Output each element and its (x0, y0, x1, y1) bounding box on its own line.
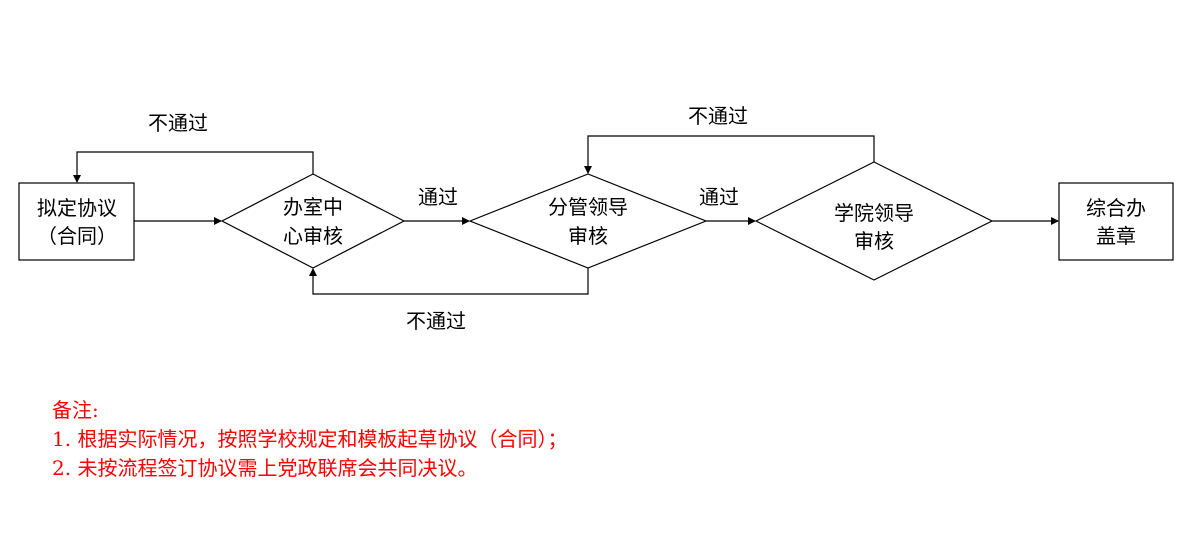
reject-arrow-college-to-leader (584, 135, 875, 174)
office-review-label-1: 办室中 (283, 195, 343, 219)
seal-box (1058, 182, 1174, 261)
note-item: 2. 未按流程签订协议需上党政联席会共同决议。 (52, 456, 478, 480)
college-review-label-2: 审核 (854, 229, 894, 253)
draft-label-1: 拟定协议 (37, 196, 117, 220)
college-review-label-1: 学院领导 (834, 201, 914, 225)
seal-label-1: 综合办 (1086, 196, 1146, 220)
leader-review-label-2: 审核 (568, 224, 608, 248)
leader-review-diamond (468, 173, 708, 269)
notes: 备注: 1. 根据实际情况，按照学校规定和模板起草协议（合同）； 2. 未按流程… (52, 396, 567, 483)
notes-title: 备注: (52, 398, 99, 422)
reject-label-1: 不通过 (148, 111, 208, 135)
seal-label-2: 盖章 (1096, 224, 1136, 248)
reject-label-3: 不通过 (406, 309, 466, 333)
note-item: 1. 根据实际情况，按照学校规定和模板起草协议（合同）； (52, 427, 568, 451)
pass-label-2: 通过 (699, 185, 739, 209)
draft-label-2: （合同） (37, 224, 117, 248)
reject-arrow-leader-to-office (309, 268, 589, 295)
draft-box (18, 182, 135, 261)
leader-review-label-1: 分管领导 (548, 195, 628, 219)
office-review-label-2: 心审核 (283, 224, 343, 248)
reject-arrow-office-to-draft (73, 151, 314, 183)
office-review-diamond (220, 173, 406, 269)
reject-label-2: 不通过 (688, 104, 748, 128)
pass-label-1: 通过 (418, 185, 458, 209)
